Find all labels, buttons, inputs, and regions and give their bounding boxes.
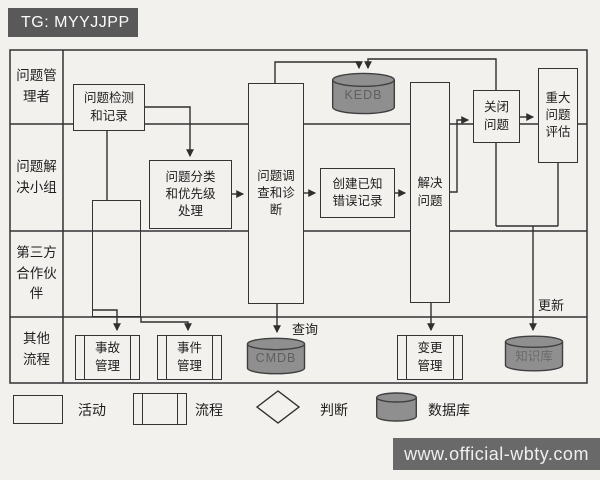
query-edge-label: 查询 xyxy=(292,322,319,337)
edge-joint-box-to-event xyxy=(140,317,192,332)
lane-label-other-processes: 其他 流程 xyxy=(23,331,50,367)
edge-resolve-to-close xyxy=(450,116,470,193)
empty-activity-box xyxy=(92,200,141,317)
swimlane-frame xyxy=(9,49,588,384)
lane-label-third-party-partner: 第三方 合作伙 伴 xyxy=(16,244,57,302)
node-problem-detection: 问题检测 和记录 xyxy=(73,84,145,131)
lane-label-problem-manager: 问题管 理者 xyxy=(16,68,57,104)
edge-joint-box-to-incident xyxy=(92,309,121,332)
edge-detect-to-classify xyxy=(145,106,194,158)
node-classification-prioritization: 问题分类 和优先级 处理 xyxy=(149,160,232,229)
node-create-known-error: 创建已知 错误记录 xyxy=(320,168,395,218)
decision-legend-shape xyxy=(255,390,301,424)
lane-label-problem-solving-team: 问题解 决小组 xyxy=(16,158,57,195)
database-icon xyxy=(375,392,418,422)
tag-label: TG: MYYJJPP xyxy=(21,14,130,31)
tag-banner: TG: MYYJJPP xyxy=(8,8,138,37)
node-close-problem: 关闭 问题 xyxy=(473,90,520,143)
database-legend-shape xyxy=(375,392,418,422)
node-incident-management: 事故 管理 xyxy=(75,335,140,380)
decision-legend-label: 判断 xyxy=(320,402,348,418)
edge-investigate-to-kedb xyxy=(274,61,363,83)
node-event-management: 事件 管理 xyxy=(157,335,222,380)
cmdb-database: CMDB xyxy=(245,337,307,375)
update-edge-label: 更新 xyxy=(538,298,565,313)
activity-legend-label: 活动 xyxy=(78,402,106,418)
kedb-database: KEDB xyxy=(330,72,397,115)
database-icon xyxy=(330,72,397,115)
database-legend-label: 数据库 xyxy=(428,402,470,418)
process-legend-shape xyxy=(133,393,187,425)
node-investigation-diagnosis: 问题调 查和诊 断 xyxy=(248,83,304,304)
database-icon xyxy=(245,337,307,375)
knowledge-base-label: 知识库 xyxy=(515,349,553,364)
watermark-text: www.official-wbty.com xyxy=(404,443,589,464)
node-resolve-problem: 解决 问题 xyxy=(410,82,450,303)
database-icon xyxy=(503,335,565,372)
activity-legend-shape xyxy=(13,395,63,424)
kedb-label: KEDB xyxy=(344,88,383,103)
node-change-management: 变更 管理 xyxy=(397,335,463,380)
edge-close-to-kedb xyxy=(364,58,497,90)
knowledge-base-database: 知识库 xyxy=(503,335,565,372)
watermark-banner: www.official-wbty.com xyxy=(393,438,600,470)
cmdb-label: CMDB xyxy=(255,350,297,365)
process-legend-label: 流程 xyxy=(195,402,223,418)
node-major-problem-review: 重大 问题 评估 xyxy=(538,68,578,163)
